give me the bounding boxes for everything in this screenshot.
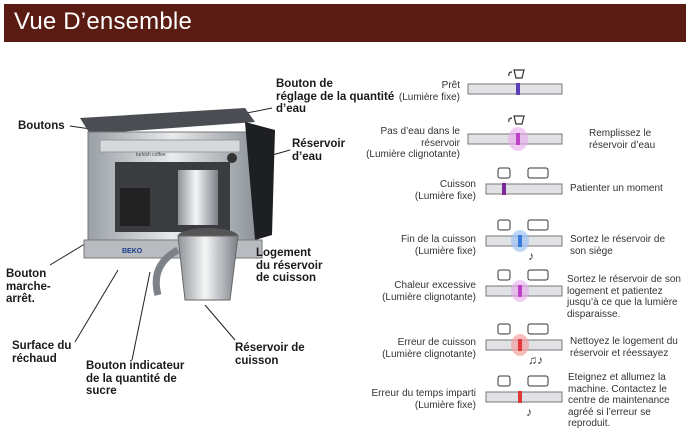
sound-icon: ♪	[528, 249, 534, 263]
pot-icon	[508, 115, 525, 125]
brand-text: BEKO	[122, 248, 143, 255]
cups-icon	[497, 219, 549, 231]
cups-icon	[497, 269, 549, 281]
coffee-machine-illustration: BEKO turkish coffee	[80, 108, 275, 301]
indicator-ready	[467, 69, 563, 95]
state-label: Cuisson(Lumière fixe)	[414, 179, 476, 202]
state-label: Prêt(Lumière fixe)	[398, 80, 460, 103]
indicator-cooking-error: ♫♪	[485, 323, 563, 367]
state-label: Chaleur excessive(Lumière clignotante)	[382, 280, 476, 303]
indicator-timeout-error: ♪	[485, 375, 563, 419]
status-light	[516, 83, 520, 95]
indicator-end: ♪	[485, 219, 563, 263]
indicator-cooking	[485, 167, 563, 195]
panel-text: turkish coffee	[136, 152, 166, 158]
cups-icon	[497, 375, 549, 387]
page-title: Vue D’ensemble	[14, 8, 193, 35]
state-label: Erreur de cuisson(Lumière clignotante)	[382, 337, 476, 360]
cups-icon	[497, 323, 549, 335]
sound-icon: ♪	[526, 405, 532, 419]
sound-icon: ♫♪	[528, 353, 543, 367]
status-light	[518, 339, 522, 351]
header-bar: Vue D’ensemble	[4, 4, 686, 42]
pot-icon	[508, 69, 525, 79]
state-action: Patienter un moment	[570, 183, 663, 194]
state-label: Erreur du temps imparti(Lumière fixe)	[371, 388, 476, 411]
status-light	[518, 391, 522, 403]
status-light	[502, 183, 506, 195]
callout-buttons: Boutons	[18, 120, 65, 132]
state-label: Fin de la cuisson(Lumière fixe)	[400, 234, 476, 257]
status-light	[518, 235, 522, 247]
cups-icon	[497, 167, 549, 179]
indicator-no-water	[467, 115, 563, 151]
status-light	[516, 133, 520, 145]
indicator-overheat	[485, 269, 563, 302]
status-light	[518, 285, 522, 297]
